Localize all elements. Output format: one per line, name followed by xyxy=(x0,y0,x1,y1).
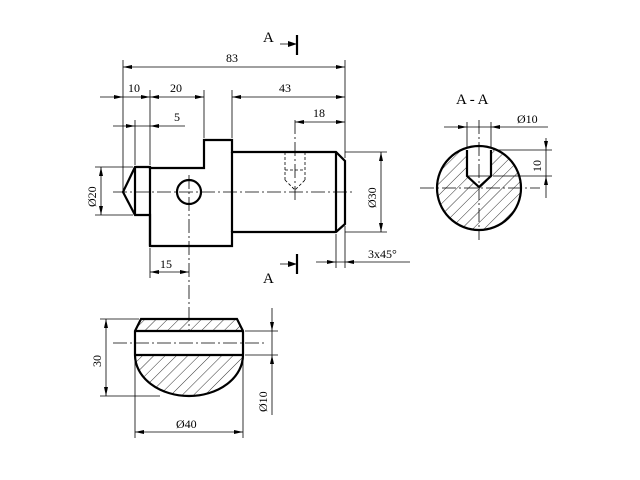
arrow-d30-b xyxy=(379,223,383,232)
end-hatch-bottom xyxy=(135,355,243,396)
arrow-d20-b xyxy=(99,206,103,215)
arrow-30-b xyxy=(104,387,108,396)
arrow-sec-d10-r xyxy=(491,125,500,129)
arrow-end-d10-b xyxy=(270,355,274,364)
arrow-10-l xyxy=(114,95,123,99)
section-label-top: A xyxy=(263,30,274,46)
arrow-5-l xyxy=(126,124,135,128)
arrow-15-l xyxy=(150,270,159,274)
arrow-15-r xyxy=(180,270,189,274)
dim-chamfer: 3x45° xyxy=(368,247,397,261)
part-outline xyxy=(121,138,347,248)
arrow-20-l xyxy=(150,95,159,99)
dim-15: 15 xyxy=(160,257,172,271)
arrow-d20-t xyxy=(99,167,103,176)
dim-d20: Ø20 xyxy=(85,186,99,207)
dim-18: 18 xyxy=(313,106,325,120)
dim-sec-d10: Ø10 xyxy=(517,112,538,126)
dim-10: 10 xyxy=(128,81,140,95)
section-label-bottom: A xyxy=(263,271,274,287)
dim-d40: Ø40 xyxy=(176,417,197,431)
dim-depth: 10 xyxy=(530,160,544,172)
arrow-d30-t xyxy=(379,152,383,161)
arrow-83-l xyxy=(123,65,132,69)
section-title: A - A xyxy=(456,92,489,108)
dim-5: 5 xyxy=(174,110,180,124)
arrow-10-r xyxy=(141,95,150,99)
arrow-83-r xyxy=(336,65,345,69)
cut-arrow-top xyxy=(288,41,297,47)
arrow-ch-r xyxy=(345,260,354,264)
dim-20: 20 xyxy=(170,81,182,95)
arrow-43-r xyxy=(336,95,345,99)
arrow-end-d10-t xyxy=(270,322,274,331)
main-dimensions: 83 10 20 5 43 18 Ø20 xyxy=(85,51,410,278)
end-outline xyxy=(133,317,245,398)
main-view xyxy=(113,120,355,330)
end-hatch-top xyxy=(135,319,243,331)
dim-30: 30 xyxy=(90,355,104,367)
arrow-5-r xyxy=(150,124,159,128)
arrow-30-t xyxy=(104,319,108,328)
arrow-ch-l xyxy=(327,260,336,264)
dim-83: 83 xyxy=(226,51,238,65)
dim-end-d10: Ø10 xyxy=(256,391,270,412)
arrow-40-l xyxy=(135,430,144,434)
cut-arrow-bottom xyxy=(288,261,297,267)
arrow-18-l xyxy=(295,120,304,124)
arrow-40-r xyxy=(234,430,243,434)
dim-43: 43 xyxy=(279,81,291,95)
arrow-sec-d10-l xyxy=(458,125,467,129)
arrow-18-r xyxy=(336,120,345,124)
dim-d30: Ø30 xyxy=(365,187,379,208)
section-marks: A A xyxy=(263,30,299,287)
arrow-depth-b xyxy=(544,176,548,185)
arrow-43-l xyxy=(232,95,241,99)
arrow-20-r xyxy=(195,95,204,99)
section-view: A - A Ø10 10 xyxy=(420,92,552,240)
arrow-depth-t xyxy=(544,141,548,150)
end-view: 30 Ø40 Ø10 xyxy=(90,308,278,438)
